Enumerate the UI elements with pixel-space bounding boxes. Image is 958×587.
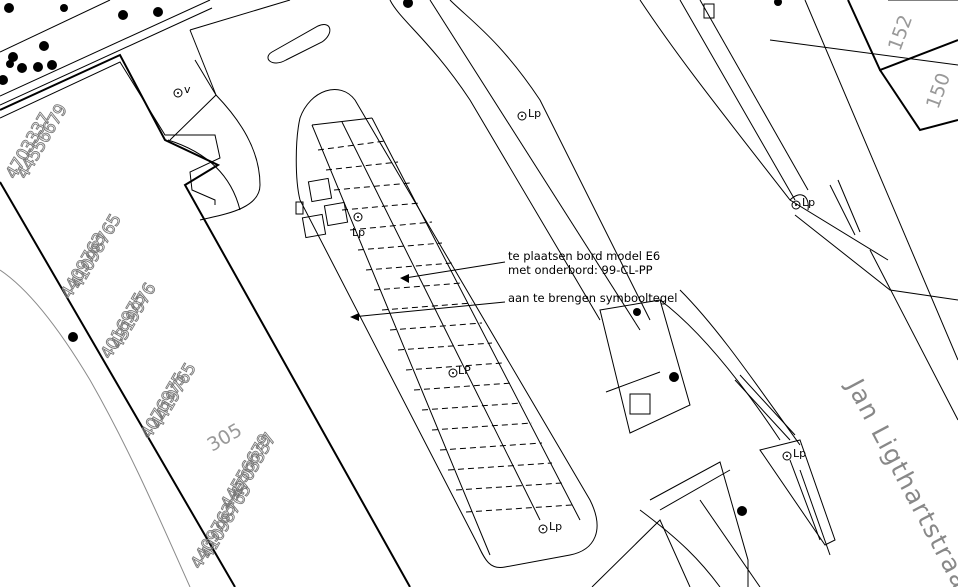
house-number-150: 150 — [922, 70, 955, 112]
lamp-post-label: Lp — [802, 196, 815, 209]
lamp-post-2: Lp — [352, 212, 365, 239]
sign-note-line2: met onderbord: 99-CL-PP — [508, 263, 653, 277]
sign-callout: te plaatsen bord model E6 met onderbord:… — [400, 249, 660, 283]
lamp-post-label: Lp — [549, 520, 562, 533]
lamp-post-label: Lp — [352, 226, 365, 239]
grey-boundary — [0, 269, 191, 587]
road-edges — [0, 0, 331, 221]
lamp-post-4: Lp — [538, 520, 562, 534]
symbol-note: aan te brengen symbooltegel — [508, 291, 677, 305]
lamp-post-5: Lp — [791, 196, 815, 210]
lamp-post-1: Lp — [517, 107, 541, 121]
sign-note-line1: te plaatsen bord model E6 — [508, 249, 660, 263]
houses: 152 150 — [847, 0, 958, 132]
tree-group — [0, 0, 782, 516]
parking-island — [295, 89, 598, 569]
street-name-label: Jan Ligthartstraat — [840, 372, 958, 587]
parcel-codes: 4703337 44556679 41098765 4409763 431997… — [2, 101, 281, 573]
lamp-post-label: LP — [458, 364, 471, 377]
road-lines — [389, 0, 958, 587]
block-number-label: 305 — [204, 419, 246, 456]
valve-marker-label: v — [184, 83, 191, 96]
lamp-post-label: Lp — [793, 447, 806, 460]
valve-marker: v — [173, 83, 191, 98]
house-number-152: 152 — [884, 12, 917, 54]
lamp-post-3: LP — [448, 364, 471, 378]
lamp-post-6: Lp — [782, 447, 806, 461]
lamp-post-label: Lp — [528, 107, 541, 120]
right-island — [599, 299, 691, 434]
symbol-callout: aan te brengen symbooltegel — [350, 291, 677, 321]
